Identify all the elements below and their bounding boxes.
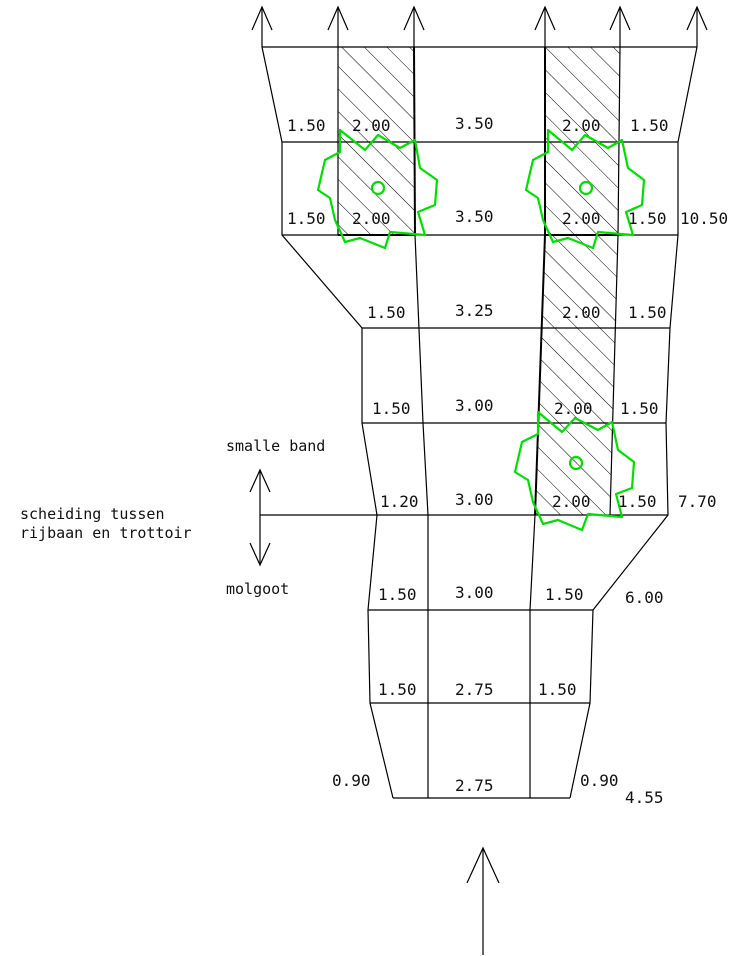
label-separation-line1: scheiding tussen (20, 505, 165, 523)
dim-r3-left-sidewalk: 1.50 (367, 303, 406, 322)
dim-r5-carriageway: 3.00 (455, 490, 494, 509)
dim-r7-carriageway: 2.75 (455, 680, 494, 699)
dim-r5-left-sidewalk: 1.20 (380, 492, 419, 511)
dim-r2-left-sidewalk: 1.50 (287, 209, 326, 228)
dim-r5-right-sidewalk: 1.50 (618, 492, 657, 511)
entry-arrow-icon (466, 846, 500, 955)
dim-r7-left-sidewalk: 1.50 (378, 680, 417, 699)
dim-r2-right-sidewalk: 1.50 (628, 209, 667, 228)
dim-r8-left-sidewalk: 0.90 (332, 771, 371, 790)
label-separation-line2: rijbaan en trottoir (20, 524, 192, 542)
dim-r1-right-sidewalk: 1.50 (630, 116, 669, 135)
label-gutter: molgoot (226, 580, 289, 598)
dim-r8-total: 4.55 (625, 788, 664, 807)
dim-r5-right-parking: 2.00 (552, 492, 591, 511)
dim-r6-right-sidewalk: 1.50 (545, 585, 584, 604)
dim-r1-right-parking: 2.00 (562, 116, 601, 135)
tree-canopy-icon (316, 128, 439, 250)
dim-r2-total: 10.50 (680, 209, 728, 228)
dim-r4-right-parking: 2.00 (554, 399, 593, 418)
dim-r2-left-parking: 2.00 (352, 209, 391, 228)
dim-r6-total: 6.00 (625, 588, 664, 607)
tree-canopy-icon (524, 128, 646, 250)
dim-r1-left-sidewalk: 1.50 (287, 116, 326, 135)
up-arrow-icon (251, 5, 708, 47)
dim-r3-right-parking: 2.00 (562, 303, 601, 322)
dim-r2-right-parking: 2.00 (562, 209, 601, 228)
dim-r6-left-sidewalk: 1.50 (378, 585, 417, 604)
dim-r2-carriageway: 3.50 (455, 207, 494, 226)
dim-r1-left-parking: 2.00 (352, 116, 391, 135)
dim-r4-right-sidewalk: 1.50 (620, 399, 659, 418)
parking-strip-right-hatch (535, 47, 620, 515)
dim-r6-carriageway: 3.00 (455, 583, 494, 602)
label-narrow-band: smalle band (226, 437, 325, 455)
parking-strip-left-hatch (338, 47, 415, 235)
double-arrow-icon (249, 468, 271, 567)
dim-r4-left-sidewalk: 1.50 (372, 399, 411, 418)
dim-r3-carriageway: 3.25 (455, 301, 494, 320)
dim-r5-total: 7.70 (678, 492, 717, 511)
dim-r8-right-sidewalk: 0.90 (580, 771, 619, 790)
tree-canopy-icon (513, 410, 636, 532)
dim-r4-carriageway: 3.00 (455, 396, 494, 415)
dim-r8-carriageway: 2.75 (455, 776, 494, 795)
dim-r1-carriageway: 3.50 (455, 114, 494, 133)
dim-r7-right-sidewalk: 1.50 (538, 680, 577, 699)
dim-r3-right-sidewalk: 1.50 (628, 303, 667, 322)
